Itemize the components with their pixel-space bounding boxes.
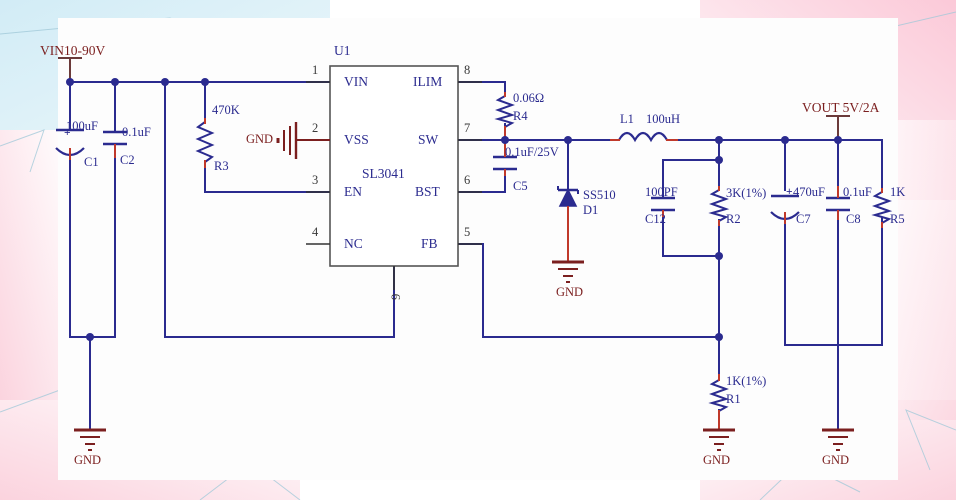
c2-value: 0.1uF bbox=[122, 125, 151, 139]
c12-value: 100PF bbox=[645, 185, 678, 199]
c7-polarity-plus: + bbox=[786, 186, 793, 198]
capacitor-c7[interactable] bbox=[770, 194, 800, 224]
gnd-diode-symbol bbox=[552, 260, 584, 283]
ic-pin-number-9: 9 bbox=[389, 293, 403, 300]
capacitor-c2[interactable] bbox=[103, 130, 127, 158]
r1-value: 1K(1%) bbox=[726, 374, 767, 388]
gnd-output-label: GND bbox=[822, 453, 850, 467]
ic-pin-name-vss: VSS bbox=[344, 132, 369, 147]
schematic-sheet bbox=[58, 18, 898, 480]
c2-ref: C2 bbox=[120, 153, 135, 167]
r3-value: 470K bbox=[212, 103, 240, 117]
gnd-feedback-label: GND bbox=[703, 453, 731, 467]
resistor-r1[interactable] bbox=[708, 374, 730, 430]
c5-value: 0.1uF/25V bbox=[505, 145, 559, 159]
ic-pin-number-2: 2 bbox=[312, 121, 319, 135]
c1-value: 100uF bbox=[66, 119, 98, 133]
r5-ref: R5 bbox=[890, 212, 905, 226]
input-port-label: VIN10-90V bbox=[40, 43, 106, 58]
c8-value: 0.1uF bbox=[843, 185, 872, 199]
c1-polarity-plus: + bbox=[64, 127, 71, 139]
c12-ref: C12 bbox=[645, 212, 666, 226]
c7-ref: C7 bbox=[796, 212, 811, 226]
r1-ref: R1 bbox=[726, 392, 741, 406]
ic-sl3041[interactable] bbox=[306, 65, 482, 290]
ic-pin-number-6: 6 bbox=[464, 173, 471, 187]
ic-pin-name-bst: BST bbox=[415, 184, 440, 199]
r4-ref: R4 bbox=[513, 109, 528, 123]
gnd-feedback-symbol bbox=[703, 428, 735, 451]
output-port-label: VOUT 5V/2A bbox=[802, 100, 880, 115]
ic-outline bbox=[329, 65, 459, 267]
gnd-output-symbol bbox=[822, 428, 854, 451]
c1-ref: C1 bbox=[84, 155, 99, 169]
c7-value: 470uF bbox=[793, 185, 825, 199]
ic-pin-number-1: 1 bbox=[312, 63, 319, 77]
gnd-vss-label: GND bbox=[246, 132, 274, 146]
r5-value: 1K bbox=[890, 185, 906, 199]
ic-pin-name-nc: NC bbox=[344, 236, 363, 251]
diode-d1[interactable] bbox=[557, 186, 579, 262]
c5-ref: C5 bbox=[513, 179, 528, 193]
resistor-r2[interactable] bbox=[708, 186, 730, 226]
capacitor-c1[interactable] bbox=[55, 128, 85, 160]
ic-pin-name-sw: SW bbox=[418, 132, 439, 147]
net-junctions bbox=[66, 78, 842, 341]
resistor-r4[interactable] bbox=[494, 92, 516, 140]
ic-pin-name-fb: FB bbox=[421, 236, 438, 251]
c8-ref: C8 bbox=[846, 212, 861, 226]
gnd-input-label: GND bbox=[74, 453, 102, 467]
d1-ref: D1 bbox=[583, 203, 599, 217]
inductor-l1[interactable] bbox=[610, 131, 678, 143]
r4-value: 0.06Ω bbox=[513, 91, 545, 105]
ic-pin-name-ilim: ILIM bbox=[413, 74, 443, 89]
ic-pin-number-7: 7 bbox=[464, 121, 471, 135]
ic-pin-name-en: EN bbox=[344, 184, 362, 199]
gnd-diode-label: GND bbox=[556, 285, 584, 299]
capacitor-c8[interactable] bbox=[826, 186, 850, 220]
ic-part-number: SL3041 bbox=[362, 166, 405, 181]
ic-pin-number-8: 8 bbox=[464, 63, 471, 77]
d1-value: SS510 bbox=[583, 188, 616, 202]
ic-pin-number-4: 4 bbox=[312, 225, 319, 239]
ic-pin-name-vin: VIN bbox=[344, 74, 368, 89]
capacitor-c12[interactable] bbox=[651, 196, 675, 217]
ic-pin-number-3: 3 bbox=[312, 173, 319, 187]
l1-value: 100uH bbox=[646, 112, 681, 126]
r2-ref: R2 bbox=[726, 212, 741, 226]
gnd-input-symbol bbox=[74, 428, 106, 451]
resistor-r3[interactable] bbox=[195, 118, 215, 168]
r2-value: 3K(1%) bbox=[726, 186, 767, 200]
gnd-symbol-vss bbox=[276, 122, 330, 159]
l1-ref: L1 bbox=[620, 112, 634, 126]
resistor-r5[interactable] bbox=[871, 188, 893, 228]
r3-ref: R3 bbox=[214, 159, 229, 173]
ground-symbols bbox=[74, 260, 854, 451]
ic-designator: U1 bbox=[334, 43, 351, 58]
ic-pin-number-5: 5 bbox=[464, 225, 471, 239]
net-wires bbox=[69, 81, 883, 431]
